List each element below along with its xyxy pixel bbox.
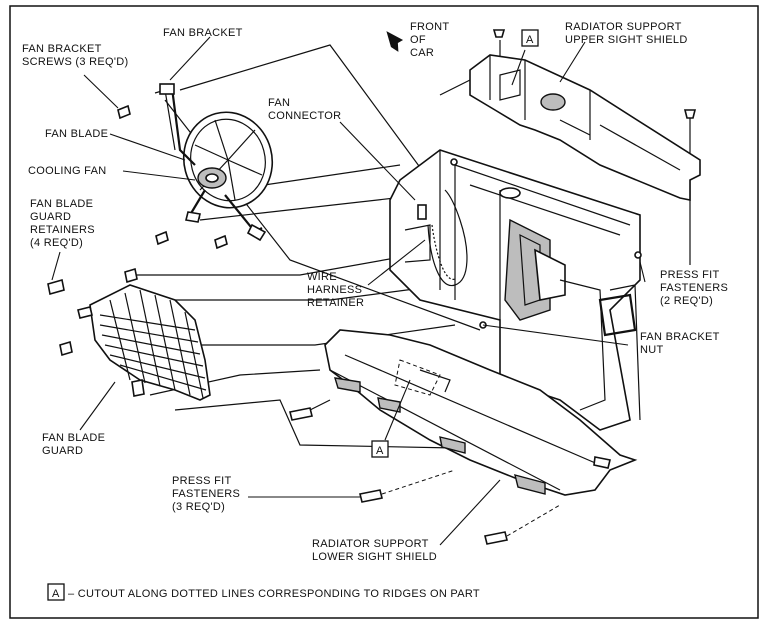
label-radiator-support-upper: RADIATOR SUPPORT UPPER SIGHT SHIELD: [565, 21, 688, 46]
fan-blade-guard: [47, 267, 211, 401]
label-fan-bracket-screws: FAN BRACKET SCREWS (3 REQ'D): [22, 43, 129, 68]
lower-sight-shield: [289, 329, 638, 545]
svg-text:A: A: [376, 445, 384, 457]
label-fan-connector: FAN CONNECTOR: [268, 97, 341, 122]
label-fan-bracket-nut: FAN BRACKET NUT: [640, 331, 723, 356]
label-wire-harness-retainer: WIRE HARNESS RETAINER: [307, 271, 366, 309]
label-radiator-support-lower: RADIATOR SUPPORT LOWER SIGHT SHIELD: [312, 538, 437, 563]
upper-sight-shield: [439, 29, 701, 201]
label-press-fit-fasteners-2: PRESS FIT FASTENERS (2 REQ'D): [660, 269, 731, 307]
label-fan-blade: FAN BLADE: [45, 128, 108, 140]
callout-a-lower: A: [371, 440, 389, 458]
legend-letter: A: [52, 588, 60, 600]
callout-a-upper: A: [521, 29, 539, 47]
radiator-support-panel: [389, 149, 642, 431]
label-fan-bracket: FAN BRACKET: [163, 27, 243, 39]
label-fan-blade-guard: FAN BLADE GUARD: [42, 432, 109, 457]
label-press-fit-fasteners-3: PRESS FIT FASTENERS (3 REQ'D): [172, 475, 243, 513]
label-cooling-fan: COOLING FAN: [28, 165, 106, 177]
label-fan-blade-guard-retainers: FAN BLADE GUARD RETAINERS (4 REQ'D): [30, 198, 98, 249]
svg-text:A: A: [526, 34, 534, 46]
fan-screws: [117, 104, 228, 250]
front-of-car-arrow-icon: [386, 31, 404, 52]
legend-text: – CUTOUT ALONG DOTTED LINES CORRESPONDIN…: [68, 588, 480, 600]
cooling-fan: [154, 83, 274, 242]
label-leaders: [51, 36, 646, 546]
diagram-frame: [9, 5, 759, 619]
label-front-of-car: FRONT OF CAR: [410, 21, 453, 59]
legend: A – CUTOUT ALONG DOTTED LINES CORRESPOND…: [47, 583, 480, 601]
